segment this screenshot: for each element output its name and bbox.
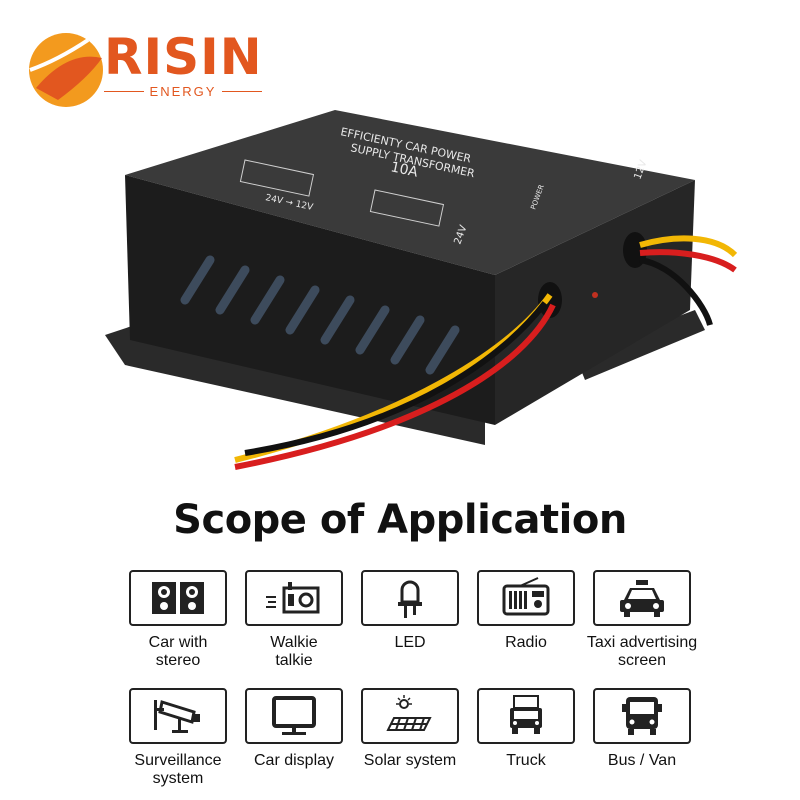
application-label: Car with stereo xyxy=(148,634,208,669)
bus-icon xyxy=(622,697,662,735)
product-rating: 10A xyxy=(389,159,420,180)
application-tile xyxy=(477,688,575,744)
application-item: LED xyxy=(352,570,468,688)
application-item: Surveillance system xyxy=(120,688,236,800)
application-item: Truck xyxy=(468,688,584,800)
walkie-talkie-icon xyxy=(266,582,320,614)
application-item: Car with stereo xyxy=(120,570,236,688)
brand-tagline: ENERGY xyxy=(149,84,217,99)
application-label: Walkie talkie xyxy=(270,634,318,669)
application-tile xyxy=(361,688,459,744)
application-label: Radio xyxy=(505,634,547,651)
application-tile xyxy=(477,570,575,626)
application-label: Surveillance system xyxy=(134,752,222,787)
application-item: Walkie talkie xyxy=(236,570,352,688)
application-tile xyxy=(129,688,227,744)
brand-logo xyxy=(28,30,278,110)
application-tile xyxy=(593,688,691,744)
application-item: Bus / Van xyxy=(584,688,700,800)
tagline-rule-right xyxy=(222,91,262,92)
application-tile xyxy=(245,688,343,744)
application-item: Taxi advertising screen xyxy=(584,570,700,688)
brand-name: RISIN xyxy=(104,28,263,86)
car-display-icon xyxy=(272,696,316,735)
truck-icon xyxy=(510,695,542,734)
led-icon xyxy=(398,580,422,618)
applications-grid: Car with stereo Walkie talkie LED xyxy=(120,570,700,800)
car-stereo-icon xyxy=(152,582,204,614)
application-label: Bus / Van xyxy=(607,752,677,769)
application-label: Truck xyxy=(506,752,546,769)
power-transformer-image: EFFICIENTY CAR POWER SUPPLY TRANSFORMER … xyxy=(105,110,738,470)
application-label: Solar system xyxy=(363,752,457,769)
brand-tagline-row: ENERGY xyxy=(104,84,262,99)
application-item: Radio xyxy=(468,570,584,688)
application-item: Car display xyxy=(236,688,352,800)
tagline-rule-left xyxy=(104,91,144,92)
application-label: LED xyxy=(394,634,426,651)
solar-panel-icon xyxy=(386,695,432,731)
surveillance-camera-icon xyxy=(154,700,200,733)
application-label: Taxi advertising screen xyxy=(586,634,698,669)
application-tile xyxy=(593,570,691,626)
application-item: Solar system xyxy=(352,688,468,800)
taxi-icon xyxy=(620,580,664,617)
application-tile xyxy=(129,570,227,626)
section-title: Scope of Application xyxy=(173,497,627,543)
radio-icon xyxy=(502,577,550,616)
application-tile xyxy=(245,570,343,626)
sun-logo-icon xyxy=(29,33,103,107)
application-tile xyxy=(361,570,459,626)
application-label: Car display xyxy=(253,752,335,769)
